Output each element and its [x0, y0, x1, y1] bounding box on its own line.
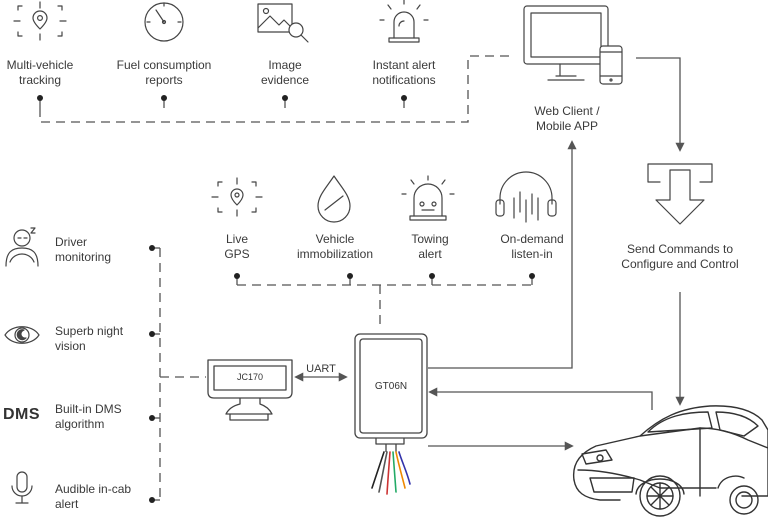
send-commands-label: Send Commands to Configure and Control: [621, 242, 739, 271]
gauge-icon: [144, 2, 184, 42]
monitor-phone-icon: [523, 5, 623, 85]
audible-alert-label: Audible in-cab alert: [55, 482, 132, 511]
tracker-label: GT06N: [374, 381, 408, 392]
web-to-commands-arrow: [636, 57, 685, 152]
driver-monitoring-label: Driver monitoring: [55, 235, 112, 264]
tracker-device: [354, 333, 428, 452]
web-client-label: Web Client / Mobile APP: [534, 104, 600, 133]
car-illustration: [572, 405, 768, 517]
image-evidence-label: Image evidence: [260, 58, 310, 87]
image-search-icon: [257, 3, 309, 43]
camera-label: JC170: [236, 372, 263, 382]
sleepy-driver-icon: [5, 227, 39, 267]
vehicle-immobilization-label: Vehicle immobilization: [296, 232, 374, 261]
tow-alarm-icon: [401, 175, 455, 221]
top-feature-connector: [39, 55, 512, 123]
live-gps-label: Live GPS: [224, 232, 250, 261]
tracker-to-web-arrow: [428, 140, 577, 369]
download-arrow-icon: [647, 163, 713, 225]
alarm-light-icon: [379, 0, 429, 43]
fuel-consumption-reports-label: Fuel consumption reports: [116, 58, 212, 87]
instant-alert-notifications-label: Instant alert notifications: [372, 58, 436, 87]
uart-label: UART: [306, 363, 336, 375]
eye-moon-icon: [4, 326, 40, 344]
night-vision-label: Superb night vision: [55, 324, 124, 353]
on-demand-listen-in-label: On-demand listen-in: [500, 232, 564, 261]
dms-algorithm-label: Built-in DMS algorithm: [55, 402, 122, 431]
towing-alert-label: Towing alert: [411, 232, 449, 261]
car-to-tracker-arrow: [428, 387, 653, 410]
microphone-icon: [11, 471, 33, 504]
live-gps-icon: [211, 177, 263, 217]
camera-device: [207, 359, 293, 421]
location-target-icon: [13, 1, 67, 41]
oil-drop-icon: [317, 175, 351, 223]
tracker-wires: [371, 451, 411, 495]
dms-text-icon: DMS: [3, 406, 41, 423]
multi-vehicle-tracking-label: Multi-vehicle tracking: [6, 58, 74, 87]
headphones-icon: [495, 171, 557, 223]
